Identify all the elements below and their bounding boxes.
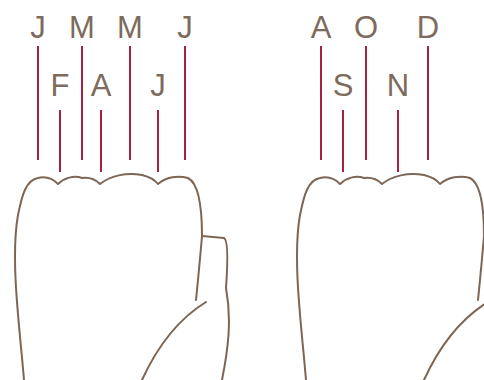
month-letter: M [69, 10, 95, 46]
month-letter: J [30, 10, 46, 46]
month-letter: M [117, 10, 143, 46]
month-letter: J [150, 68, 166, 104]
month-letter: J [177, 10, 193, 46]
month-letter: F [51, 68, 70, 104]
month-letter: A [311, 10, 332, 46]
fist-outline [15, 174, 229, 380]
fist-outline [297, 174, 484, 380]
month-letter: S [333, 68, 354, 104]
month-letter: D [417, 10, 439, 46]
leader-lines [38, 46, 428, 172]
month-letter: O [354, 10, 378, 46]
month-letter: N [387, 68, 409, 104]
month-letter: A [91, 68, 112, 104]
